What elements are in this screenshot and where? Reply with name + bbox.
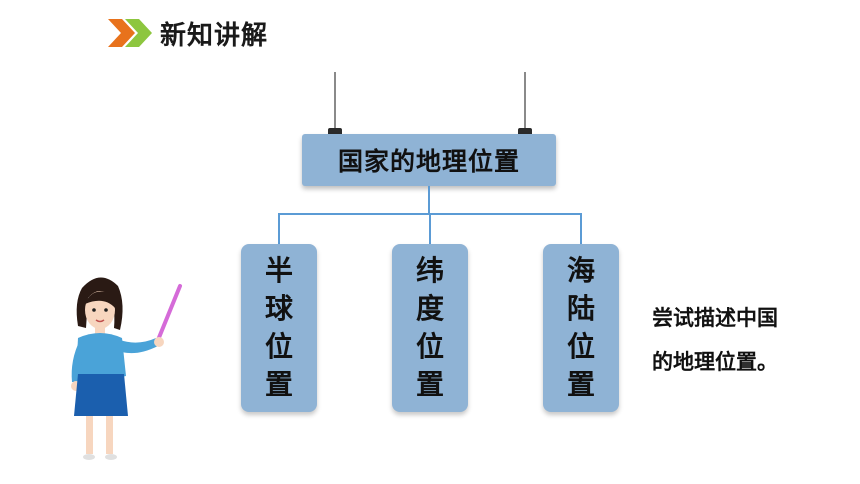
child-label-char: 陆 xyxy=(566,292,595,325)
prompt-text: 尝试描述中国 的地理位置。 xyxy=(652,296,822,384)
hanging-wire-right xyxy=(524,72,526,134)
root-node: 国家的地理位置 xyxy=(302,134,556,186)
child-label-char: 位 xyxy=(415,330,444,363)
child-label-char: 位 xyxy=(264,330,293,363)
double-chevron-icon xyxy=(108,19,152,47)
child-label-char: 置 xyxy=(415,368,444,401)
child-label-char: 置 xyxy=(566,368,595,401)
hanging-wire-left xyxy=(334,72,336,134)
clip-right-icon xyxy=(518,128,532,138)
child-label-char: 度 xyxy=(415,292,444,325)
teacher-with-pointer-icon xyxy=(71,277,182,460)
section-header: 新知讲解 xyxy=(106,16,269,51)
child-label-char: 纬 xyxy=(415,254,444,287)
child-label-char: 海 xyxy=(566,254,595,287)
child-label-char: 置 xyxy=(264,368,293,401)
child-node-latitude: 纬度位置 xyxy=(392,244,468,412)
child-label-char: 球 xyxy=(264,292,293,325)
child-node-hemisphere: 半球位置 xyxy=(241,244,317,412)
prompt-line-2: 的地理位置。 xyxy=(652,350,778,374)
child-label-char: 半 xyxy=(264,254,293,287)
header-title: 新知讲解 xyxy=(160,20,269,51)
prompt-line-1: 尝试描述中国 xyxy=(652,306,778,330)
child-node-sea-land: 海陆位置 xyxy=(543,244,619,412)
child-label-char: 位 xyxy=(566,330,595,363)
clip-left-icon xyxy=(328,128,342,138)
